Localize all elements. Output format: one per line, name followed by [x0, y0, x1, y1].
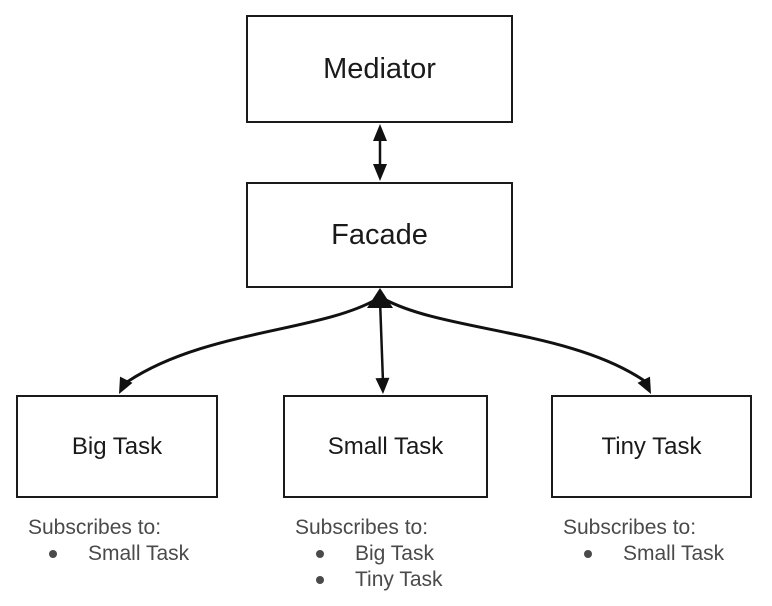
list-item: Tiny Task: [295, 567, 525, 593]
facade-tiny-task-arrow: [383, 297, 651, 394]
list-item: Small Task: [28, 541, 258, 567]
node-mediator: Mediator: [246, 15, 513, 123]
bullet-icon: [49, 550, 57, 558]
arrow-up-icon: [367, 288, 393, 308]
subscribes-heading: Subscribes to:: [28, 516, 162, 539]
arrow-down-icon: [637, 376, 651, 394]
list-item: Big Task: [295, 541, 525, 567]
node-facade-label: Facade: [331, 218, 428, 251]
facade-small-task-arrow: [375, 299, 390, 394]
node-big-task-label: Big Task: [71, 432, 163, 460]
node-facade: Facade: [246, 182, 513, 288]
subscribes-heading: Subscribes to:: [563, 516, 697, 539]
node-big-task: Big Task: [16, 395, 218, 498]
bullet-icon: [584, 550, 592, 558]
bullet-icon: [316, 576, 324, 584]
subscription-label: Small Task: [88, 542, 190, 565]
node-small-task: Small Task: [283, 395, 488, 498]
subscriptions-small-task: Subscribes to: Big Task Tiny Task: [295, 514, 525, 593]
subscription-label: Big Task: [355, 542, 434, 565]
arrow-down-icon: [373, 164, 387, 181]
subscriptions-tiny-task: Subscribes to: Small Task: [563, 514, 772, 567]
subscription-label: Tiny Task: [355, 568, 443, 591]
arrow-down-icon: [375, 377, 390, 394]
node-tiny-task: Tiny Task: [551, 395, 752, 498]
mediator-facade-arrow: [373, 124, 387, 181]
node-tiny-task-label: Tiny Task: [601, 432, 702, 460]
facade-big-task-arrow: [119, 297, 378, 394]
subscription-label: Small Task: [623, 542, 725, 565]
node-mediator-label: Mediator: [323, 52, 436, 85]
list-item: Small Task: [563, 541, 772, 567]
subscription-list: Small Task: [28, 541, 258, 567]
arrow-up-icon: [373, 124, 387, 141]
subscription-list: Small Task: [563, 541, 772, 567]
bullet-icon: [316, 550, 324, 558]
subscription-list: Big Task Tiny Task: [295, 541, 525, 593]
arrow-down-icon: [119, 376, 133, 394]
node-small-task-label: Small Task: [327, 432, 444, 460]
subscriptions-big-task: Subscribes to: Small Task: [28, 514, 258, 567]
subscribes-heading: Subscribes to:: [295, 516, 429, 539]
